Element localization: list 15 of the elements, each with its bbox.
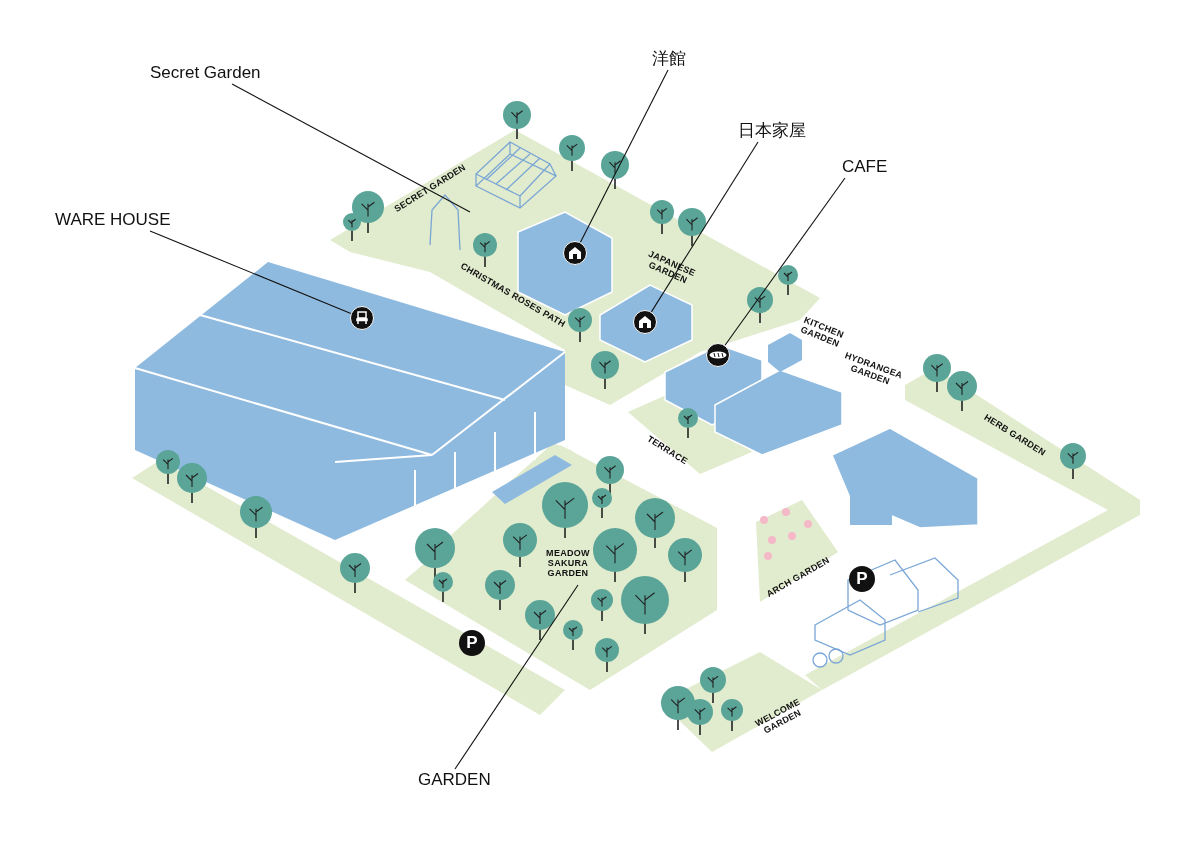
callout-label: 洋館 [652, 48, 686, 70]
parking-sign: P [459, 630, 485, 656]
parking-sign: P [849, 566, 875, 592]
callout-label: CAFE [842, 156, 888, 178]
callout-label: Secret Garden [150, 62, 261, 84]
leader-line [650, 141, 759, 313]
callout-label: GARDEN [418, 769, 491, 791]
leader-line [149, 230, 352, 314]
callout-label: 日本家屋 [738, 120, 806, 142]
leader-line [579, 69, 669, 243]
leader-line [724, 177, 846, 346]
callout-label: WARE HOUSE [55, 209, 171, 231]
area-label: MEADOW SAKURA GARDEN [545, 548, 591, 578]
leader-line [231, 83, 471, 213]
leader-line [454, 584, 579, 770]
